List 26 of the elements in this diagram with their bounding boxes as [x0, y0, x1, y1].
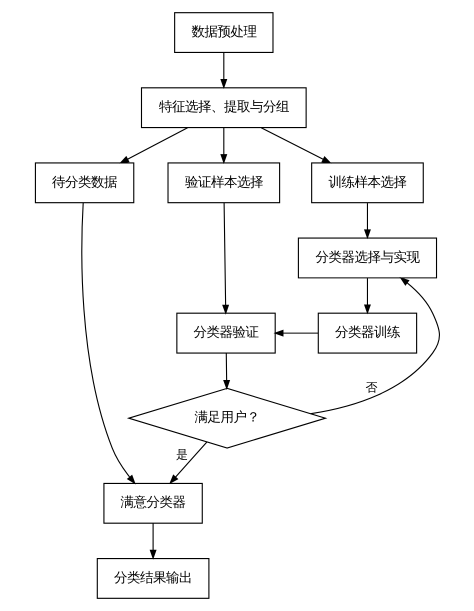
- node-box: 分类器选择与实现: [297, 238, 437, 278]
- node-box: 训练样本选择: [310, 162, 424, 204]
- arrow: [80, 202, 136, 485]
- arrow: [222, 353, 230, 390]
- node-box: 待分类数据: [34, 162, 134, 204]
- node-box: 特征选择、提取与分组: [140, 87, 306, 128]
- arrow: [220, 52, 227, 89]
- node-box: 满意分类器: [102, 482, 202, 524]
- node-diamond: 满足用户？: [126, 388, 327, 449]
- arrow: [310, 277, 440, 414]
- arrow: [149, 524, 156, 560]
- node-box: 分类器验证: [176, 312, 276, 354]
- node-box: 分类器训练: [317, 312, 417, 354]
- arrow: [363, 203, 370, 240]
- arrow: [260, 127, 332, 164]
- edge-label: 是: [176, 448, 188, 462]
- node-box: 分类结果输出: [96, 558, 209, 599]
- edge-label: 否: [365, 380, 378, 394]
- arrow: [222, 203, 229, 315]
- arrow: [273, 330, 318, 337]
- arrow: [363, 278, 370, 314]
- arrow: [220, 128, 227, 164]
- arrow: [168, 442, 207, 484]
- node-box: 验证样本选择: [166, 162, 280, 204]
- arrow: [118, 127, 188, 164]
- node-box: 数据预处理: [174, 12, 274, 54]
